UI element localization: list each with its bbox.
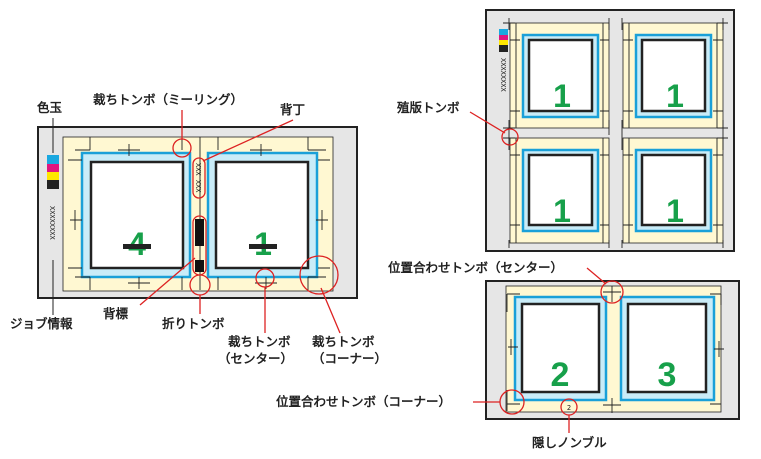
label-color-bar: 色玉 <box>37 100 63 115</box>
color-swatch-magenta <box>499 35 508 40</box>
register-sheet: 2 3 2 <box>473 267 740 433</box>
signature-text: XXX XXX <box>194 163 202 193</box>
cell-tr: 1 <box>622 22 724 129</box>
hidden-folio-number: 2 <box>567 404 571 412</box>
label-register-corner: 位置合わせトンボ（コーナー） <box>276 394 451 409</box>
cell-bl: 1 <box>509 137 610 244</box>
collation-mark-bar <box>195 219 204 246</box>
label-step-repeat-mark: 殖版トンボ <box>396 100 460 115</box>
label-job-info: ジョブ情報 <box>10 316 73 331</box>
page-number-2: 2 <box>551 356 570 394</box>
page-number: 1 <box>553 193 571 229</box>
cell-br: 1 <box>622 137 724 244</box>
label-register-center: 位置合わせトンボ（センター） <box>388 260 563 275</box>
leader-signature <box>202 119 294 162</box>
page-right <box>626 302 708 394</box>
step-repeat-marks <box>503 18 728 248</box>
collation-mark-bar <box>195 260 204 272</box>
step-repeat-sheet: 1 1 1 1 XXXXXXXX <box>469 9 735 252</box>
leader-collation <box>139 257 196 306</box>
page-left <box>89 160 185 270</box>
label-signature: 背丁 <box>280 102 305 117</box>
label-trim-center-1: 裁ちトンボ <box>228 334 291 349</box>
page-right <box>214 160 310 270</box>
label-collation: 背標 <box>103 306 129 321</box>
label-trim-corner-2: （コーナー） <box>312 351 387 366</box>
leader-step-mark <box>469 111 506 134</box>
leader-register-center <box>586 267 607 285</box>
job-info-text: XXXXXXXX <box>499 58 507 93</box>
label-trim-milling: 裁ちトンボ（ミーリング） <box>93 92 243 107</box>
color-swatch-magenta <box>47 164 59 172</box>
page-number: 1 <box>666 193 684 229</box>
page-number: 1 <box>666 78 684 114</box>
color-swatch-black <box>47 180 59 189</box>
color-swatch-black <box>499 45 508 52</box>
label-trim-corner-1: 裁ちトンボ <box>312 334 375 349</box>
highlight-step-mark <box>501 128 519 146</box>
page-number: 1 <box>553 78 571 114</box>
folio-bar <box>249 244 277 249</box>
label-fold-mark: 折りトンボ <box>162 316 225 331</box>
color-swatch-cyan <box>499 29 508 35</box>
cell-tl: 1 <box>509 22 610 129</box>
leader-trim-corner <box>320 287 341 334</box>
highlight-trim-corner <box>299 255 339 295</box>
color-swatch-yellow <box>499 40 508 45</box>
register-marks <box>506 286 724 413</box>
page-left <box>520 302 601 394</box>
label-trim-center-2: （センター） <box>218 351 293 366</box>
spread-sheet: 4 1 XXXXXXXX XXX XXX <box>37 110 358 334</box>
trim-marks <box>68 137 330 290</box>
color-swatch-cyan <box>47 155 59 164</box>
job-info-text: XXXXXXXX <box>48 206 56 241</box>
page-number-3: 3 <box>658 356 677 394</box>
label-hidden-folio: 隠しノンブル <box>532 435 607 450</box>
highlight-signature <box>192 157 206 199</box>
color-swatch-yellow <box>47 172 59 180</box>
folio-bar <box>123 244 151 249</box>
highlight-register-center <box>600 280 624 304</box>
